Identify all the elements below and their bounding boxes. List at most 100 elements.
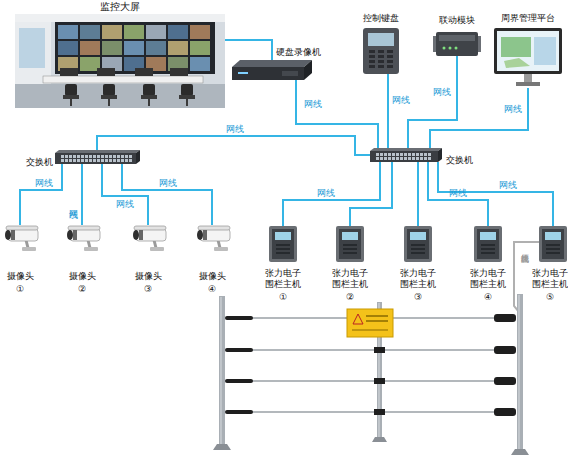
device-front [232,67,304,80]
camera-base [150,247,164,251]
warning-sign [347,309,393,337]
post-base [213,444,231,450]
fence-post [219,296,225,448]
screen-map [501,37,531,57]
camera-lens [5,230,11,240]
switch-port [392,157,395,160]
switch-port [101,159,104,162]
node-icon [404,226,432,262]
keyboard-body [363,28,399,74]
camera-base [22,247,36,251]
network-cable [350,162,392,226]
host-keys [481,248,495,250]
host-keys [546,244,560,246]
network-cable [408,56,457,148]
keyboard-key [378,50,384,53]
monitor-base [516,82,540,86]
node-label: 张力电子 围栏主机 [398,268,438,290]
wire-clip [374,409,385,415]
insulator [225,379,253,383]
switch-port [400,157,403,160]
video-tile [124,41,144,55]
fence-host-node: 张力电子 围栏主机② [336,226,364,262]
network-cable [430,88,528,148]
post-highlight [519,295,520,451]
host-case [474,226,502,262]
callout-number: ⑤ [528,292,568,303]
desk-monitor [97,68,115,76]
switch-port [65,155,68,158]
network-cable [81,164,83,225]
switch-port [412,157,415,160]
node-label: 周界管理平台 [488,13,568,24]
switch-port [85,159,88,162]
fence-wire [252,349,494,351]
network-cable [296,80,378,148]
camera-lens [197,230,203,240]
switch-port [81,155,84,158]
desk-monitor [135,68,153,76]
host-screen [342,232,358,240]
edge-label: 网线 [35,178,53,188]
switch-port [125,159,128,162]
host-panel [542,229,564,259]
switch-port [73,155,76,158]
camera-node: 摄像头③ [130,225,166,251]
node-label: 控制键盘 [351,13,411,24]
screen-area [504,58,530,68]
callout-number: ④ [192,284,232,295]
host-keys [276,248,290,250]
switch-port [61,159,64,162]
camera-node: 摄像头④ [194,225,230,251]
tensioner [494,314,516,322]
node-icon [130,225,166,251]
module-led [443,47,446,50]
switch-top [370,148,442,151]
host-keys [481,244,495,246]
node-label: 摄像头 [192,271,232,282]
fence-host-node: 张力电子 围栏主机⑤ [539,226,567,262]
host-keys [343,244,357,246]
node-label: 摄像头 [0,271,40,282]
switch-port [424,153,427,156]
switch-port [396,153,399,156]
tensioner [494,346,516,354]
switch-port [69,159,72,162]
callout-number: ② [62,284,102,295]
edge-label: 网线 [116,199,134,209]
callout-number: ① [0,284,40,295]
switch-port [408,157,411,160]
camera-body [70,229,100,241]
switch-port [412,153,415,156]
chair-seat [179,95,195,99]
switch-top [55,150,140,153]
switch-port [73,159,76,162]
edge-label: 网线 [392,95,410,105]
camera-node: 摄像头① [2,225,38,251]
keyboard-key [369,50,375,53]
post-highlight [221,297,222,447]
switch-port [65,159,68,162]
node-label: 张力电子 围栏主机 [468,268,508,290]
switch-node: 交换机 [370,148,442,162]
keyboard-node: 控制键盘 [363,28,399,74]
switch-port [384,157,387,160]
device-panel [282,71,298,76]
host-keys [343,248,357,250]
switch-port [129,155,132,158]
switch-port [93,155,96,158]
keyboard-key [378,55,384,58]
chair-back [181,84,193,96]
floor [15,84,225,108]
sign-line [366,315,388,317]
switch-port [428,157,431,160]
sign-line [352,330,388,331]
node-icon [436,32,478,56]
device-led [238,72,248,74]
device-top [232,60,312,67]
edge-label: 网线 [304,99,322,109]
fence-wire [252,380,494,382]
switch-port [416,153,419,156]
video-tile [168,25,188,39]
